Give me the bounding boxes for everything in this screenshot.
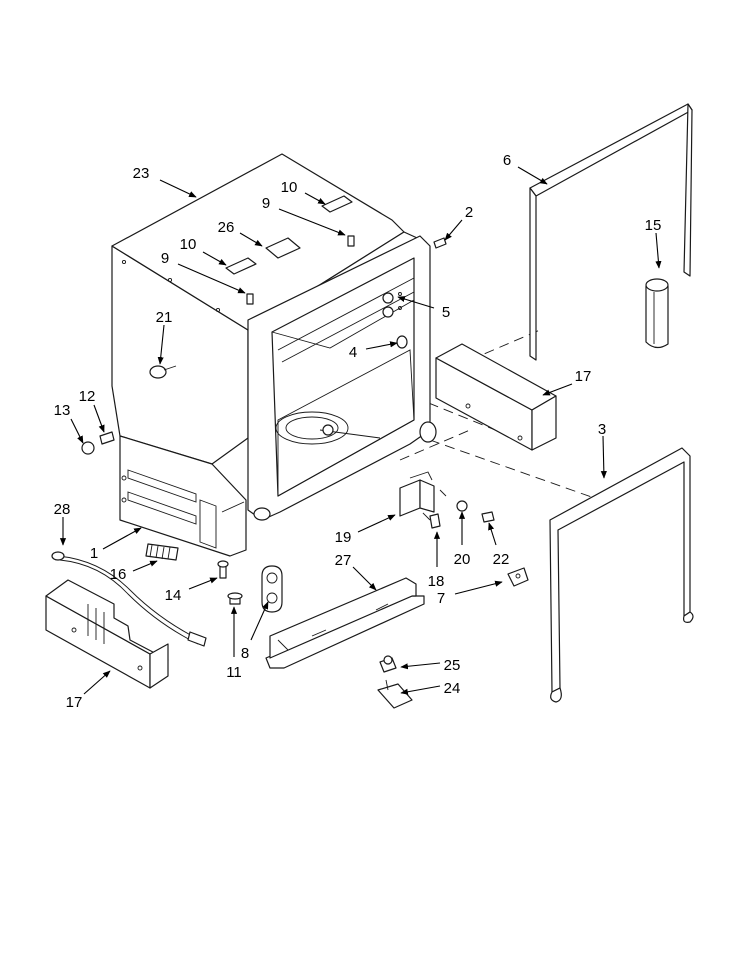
callout-label-13: 13 <box>54 402 71 419</box>
insulation-pad-right <box>435 343 557 451</box>
callout-label-10: 10 <box>281 179 298 196</box>
callout-label-24: 24 <box>444 680 461 697</box>
callout-leader-6 <box>517 166 548 185</box>
callout-leader-19 <box>357 514 396 533</box>
callout-leader-9 <box>177 263 246 294</box>
callout-label-6: 6 <box>503 152 511 169</box>
callout-leader-17 <box>83 670 111 695</box>
toe-panel <box>265 577 425 669</box>
callout-label-15: 15 <box>645 217 662 234</box>
callout-label-27: 27 <box>335 552 352 569</box>
callout-leader-13 <box>70 418 84 444</box>
callout-leader-21 <box>157 324 165 365</box>
callout-leader-22 <box>488 522 497 546</box>
callout-label-2: 2 <box>465 204 473 221</box>
callout-label-16: 16 <box>110 566 127 583</box>
callout-label-20: 20 <box>454 551 471 568</box>
callout-label-9: 9 <box>262 195 270 212</box>
callout-label-21: 21 <box>156 309 173 326</box>
callout-leader-8 <box>250 601 269 641</box>
callout-leader-14 <box>188 577 218 590</box>
callout-leader-27 <box>352 566 377 591</box>
mounting-bracket-hardware <box>399 471 495 529</box>
callout-leader-7 <box>454 580 503 595</box>
callout-leader-9 <box>278 208 346 236</box>
insulation-pad-left <box>45 579 169 689</box>
misc-hardware <box>145 543 283 613</box>
callout-label-17: 17 <box>575 368 592 385</box>
tub-assembly <box>111 153 437 557</box>
latch-parts <box>377 655 413 709</box>
callout-leader-5 <box>397 296 435 309</box>
drain-tube <box>645 278 669 349</box>
callout-label-8: 8 <box>241 645 249 662</box>
callout-label-18: 18 <box>428 573 445 590</box>
callout-label-1: 1 <box>90 545 98 562</box>
callout-leader-25 <box>400 662 441 670</box>
callout-leader-3 <box>600 435 607 479</box>
callout-leader-2 <box>444 219 463 241</box>
callout-leader-26 <box>239 232 263 247</box>
door-gasket-lower <box>549 447 694 703</box>
callout-label-9: 9 <box>161 250 169 267</box>
callout-label-12: 12 <box>79 388 96 405</box>
callout-leader-16 <box>132 560 158 572</box>
callout-label-5: 5 <box>442 304 450 321</box>
callout-label-3: 3 <box>598 421 606 438</box>
callout-leader-1 <box>102 527 142 550</box>
callout-label-28: 28 <box>54 501 71 518</box>
callout-label-25: 25 <box>444 657 461 674</box>
callout-leader-24 <box>400 685 441 695</box>
callout-label-7: 7 <box>437 590 445 607</box>
callout-leader-12 <box>93 404 105 433</box>
callout-label-19: 19 <box>335 529 352 546</box>
callout-leader-10 <box>202 251 227 266</box>
callout-leader-23 <box>159 179 197 198</box>
callout-label-23: 23 <box>133 165 150 182</box>
callout-label-11: 11 <box>226 664 242 681</box>
hinge-bracket-upper <box>321 195 353 213</box>
door-gasket-upper <box>529 103 693 361</box>
callout-leader-4 <box>365 341 398 350</box>
callout-label-26: 26 <box>218 219 235 236</box>
callout-leader-17 <box>542 383 573 396</box>
callout-label-4: 4 <box>349 344 357 361</box>
callout-label-22: 22 <box>493 551 510 568</box>
callout-leader-10 <box>304 192 326 205</box>
hinge-bracket-lower <box>225 257 257 275</box>
callout-label-10: 10 <box>180 236 197 253</box>
callout-leader-15 <box>655 232 662 269</box>
tub-hardware <box>81 195 447 455</box>
callout-label-17: 17 <box>66 694 83 711</box>
wire-harness <box>51 551 207 647</box>
clip <box>507 567 529 587</box>
callout-label-14: 14 <box>165 587 182 604</box>
